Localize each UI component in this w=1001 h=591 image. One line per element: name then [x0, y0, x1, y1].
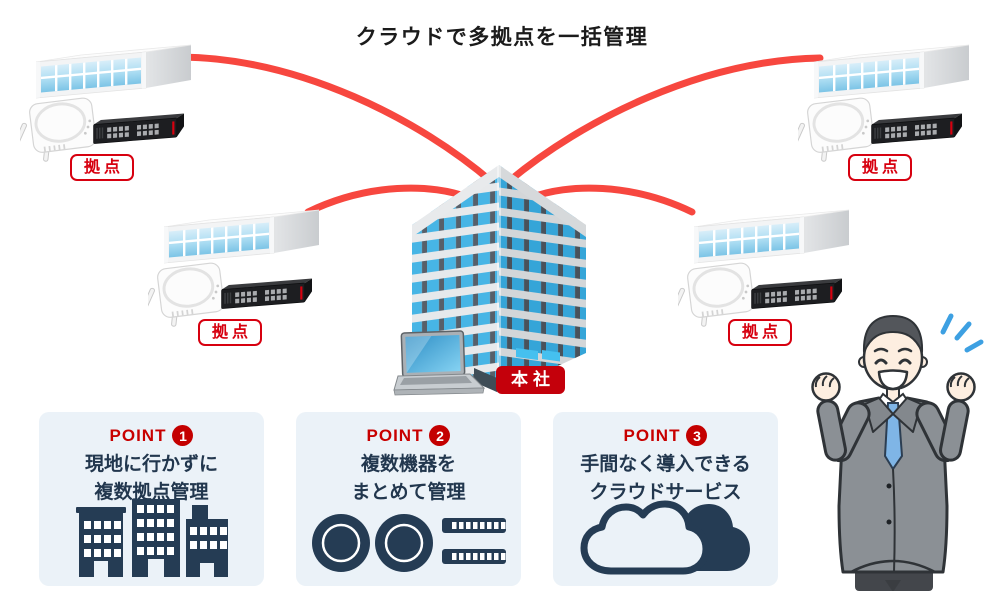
point-text-line2: まとめて管理 [351, 481, 466, 503]
businessman-illustration [811, 313, 984, 591]
connection-line-mid-right [526, 184, 696, 216]
connection-line-mid-left [304, 184, 474, 216]
point-number-badge: 1 [172, 425, 194, 446]
connection-line-top-right [504, 54, 824, 186]
branch-label: 拠点 [70, 154, 135, 182]
emphasis-marks-icon [940, 313, 984, 353]
point-label: POINT [109, 425, 167, 445]
fist-right [946, 372, 976, 402]
point-text: 現地に行かずに 複数拠点管理 [39, 451, 264, 506]
network-switch-icon [218, 273, 312, 317]
network-switch-icon [90, 108, 184, 152]
diagram-title: クラウドで多拠点を一括管理 [355, 26, 649, 49]
cloud-icon [580, 500, 750, 575]
network-switch-icon [868, 108, 962, 152]
branch-cluster-mid-right: 拠点 [676, 201, 856, 353]
branch-cluster-top-right: 拠点 [796, 36, 976, 188]
point-text: 複数機器を まとめて管理 [296, 451, 521, 506]
point-header: POINT 1 [39, 425, 264, 446]
point-text-line2: 複数拠点管理 [94, 481, 209, 503]
branch-cluster-top-left: 拠点 [18, 36, 198, 188]
laptop-icon [392, 330, 486, 396]
point-card-1: POINT 1 現地に行かずに 複数拠点管理 [39, 412, 264, 586]
branch-label: 拠点 [848, 154, 913, 182]
point-header: POINT 2 [296, 425, 521, 446]
point-label: POINT [623, 425, 681, 445]
branch-label: 拠点 [198, 319, 263, 347]
point-text-line1: 現地に行かずに [84, 454, 218, 475]
branch-label: 拠点 [728, 319, 793, 347]
point-text-line1: 複数機器を [360, 454, 456, 475]
point-number-badge: 2 [429, 425, 451, 446]
point-text-line1: 手間なく導入できる [580, 454, 751, 475]
buildings-icon [75, 499, 228, 577]
point-number-badge: 3 [686, 425, 708, 446]
devices-icon [311, 514, 506, 572]
point-text-line2: クラウドサービス [589, 481, 742, 503]
connection-line-top-left [176, 53, 496, 186]
point-card-3: POINT 3 手間なく導入できる クラウドサービス [553, 412, 778, 586]
point-text: 手間なく導入できる クラウドサービス [553, 451, 778, 506]
point-card-2: POINT 2 複数機器を まとめて管理 [296, 412, 521, 586]
point-label: POINT [366, 425, 424, 445]
branch-cluster-mid-left: 拠点 [146, 201, 326, 353]
point-header: POINT 3 [553, 425, 778, 446]
hq-label: 本社 [496, 366, 565, 395]
fist-left [811, 372, 841, 402]
